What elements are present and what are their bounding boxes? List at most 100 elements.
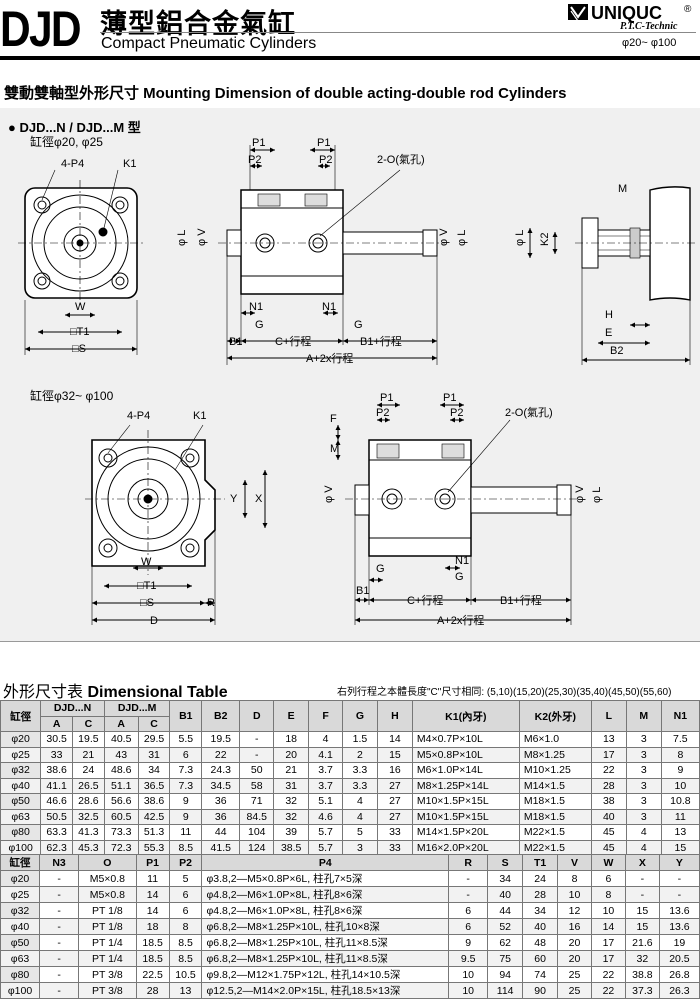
table-cell: 48.6 [103,762,139,779]
table-cell: 38.8 [624,966,660,983]
page-title-cn: 薄型鋁合金氣缸 [100,9,296,40]
table-cell: 34 [487,870,524,887]
header-bar [0,56,700,60]
table-cell: 104 [239,824,275,841]
front-view-large [85,424,268,625]
table-cell: 60.5 [103,808,139,825]
table-cell: 14 [135,902,170,919]
table-cell: 52 [487,918,524,935]
table-cell: 10.8 [660,793,700,810]
label-p2-b: P2 [319,154,332,166]
label-b2: B2 [610,345,623,357]
table-cell: 50.5 [40,808,73,825]
label-y: Y [230,493,238,505]
table-cell: 2 [342,746,378,763]
row-bore: φ20 [0,870,41,887]
th-col: W [590,854,626,871]
table-cell: 13 [660,824,700,841]
label-port-b: 2-O(氣孔) [505,405,553,419]
table-cell: 3 [342,839,378,856]
label-v-d: φ V [574,485,586,503]
model-code: DJD [0,1,82,57]
table-cell: 15 [624,902,660,919]
row-bore: φ50 [0,793,42,810]
table-cell: M6×1.0 [518,731,592,748]
table-cell: - [39,886,80,903]
table-cell: 14 [135,886,170,903]
row-bore: φ40 [0,918,41,935]
table-cell: 58 [239,777,275,794]
table-cell: 21.6 [624,934,660,951]
label-c-stroke-b: C+行程 [407,594,443,607]
table-cell: 15 [376,746,413,763]
table-cell: 43 [103,746,139,763]
table-cell: 6 [448,902,489,919]
label-l-a: φ L [176,230,188,246]
table-cell: 5 [342,824,378,841]
rod-end-detail [527,186,695,365]
table-cell: 13.6 [658,902,700,919]
table-cell: 44 [201,824,241,841]
table-cell: 20 [273,746,310,763]
table-cell: 4.1 [308,746,343,763]
table-cell: 32 [273,793,310,810]
label-f: F [330,413,337,425]
label-g-a: G [255,319,264,331]
label-l-c: φ L [514,230,526,246]
table-cell: 19.5 [201,731,241,748]
table-cell: 5 [168,870,203,887]
table-cell: 45.3 [72,839,105,856]
table-cell: 55.3 [137,839,171,856]
table-cell: - [39,982,80,999]
label-x: X [255,493,263,505]
sub-heading: ● DJD...N / DJD...M 型 [8,120,141,135]
table-cell: - [658,870,700,887]
label-t1-b: □T1 [137,580,156,592]
table-cell: 24.3 [201,762,241,779]
table-cell: M4×0.7P×10L [411,731,520,748]
table-cell: 17 [590,746,627,763]
row-bore: φ50 [0,934,41,951]
th-col: P2 [168,854,203,871]
table-cell: 4 [342,793,378,810]
label-b1-b: B1 [356,585,369,597]
table-cell: 40.5 [103,731,139,748]
th-col: O [78,854,137,871]
table-cell: 18 [135,918,170,935]
table-cell: M10×1.25 [518,762,592,779]
table-cell: 11 [169,824,203,841]
table-cell: 42.5 [137,808,171,825]
th-sub-a: A [40,715,73,732]
table-cell: 24 [522,870,559,887]
label-p1-a: P1 [252,137,265,149]
table-cell: 8.5 [168,950,203,967]
table-cell: 28 [522,886,559,903]
table-cell: 9.5 [448,950,489,967]
brand-emblem-icon [568,4,588,20]
header-divider [100,32,696,33]
th-col: H [376,700,413,732]
table-cell: 71 [239,793,275,810]
table-cell: M18×1.5 [518,808,592,825]
table-cell: 6 [168,886,203,903]
table-cell: 13 [590,731,627,748]
table-cell: - [39,950,80,967]
table-cell: 32 [624,950,660,967]
table-cell: φ6.8,2—M8×1.25P×10L, 柱孔11×8.5深 [201,950,450,967]
table-cell: - [239,746,275,763]
brand-subtitle: P.T.C-Technic [620,21,678,32]
label-n1-b: N1 [322,301,336,313]
table-cell: - [448,870,489,887]
table-cell: PT 1/4 [78,950,137,967]
label-n1-c: N1 [455,555,469,567]
table-cell: 8 [168,918,203,935]
label-a2-stroke-b: A+2x行程 [437,614,484,627]
label-m-b: M [330,443,339,455]
table-cell: 3 [625,808,662,825]
technical-drawing: 4-P4 K1 W □T1 □S P1 P2 P1 P2 2-O(氣孔) φ L… [18,137,695,627]
table-cell: 3 [625,746,662,763]
table-cell: 19 [658,934,700,951]
row-bore: φ32 [0,902,41,919]
table-cell: 9 [660,762,700,779]
